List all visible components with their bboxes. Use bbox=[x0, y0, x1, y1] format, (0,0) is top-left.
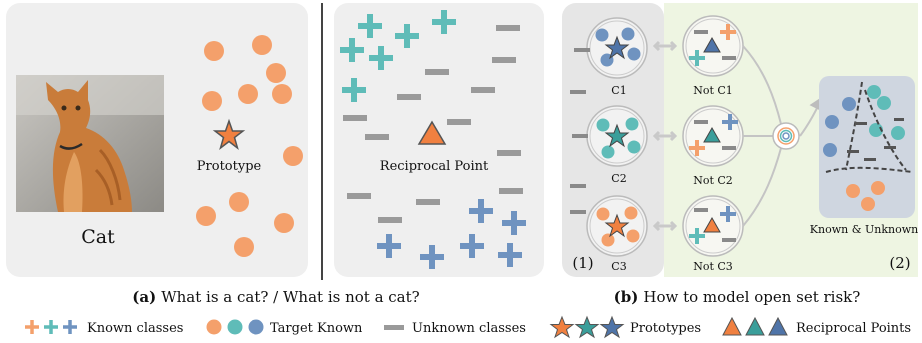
legend-unknown-label: Unknown classes bbox=[412, 321, 526, 336]
cluster-not-c1 bbox=[682, 15, 744, 77]
known-class-plus-teal bbox=[340, 10, 456, 102]
cat-label: Cat bbox=[81, 226, 115, 248]
step2-label: (2) bbox=[889, 254, 910, 272]
label-not-c2: Not C2 bbox=[693, 174, 733, 187]
legend-target-known-label: Target Known bbox=[270, 321, 363, 336]
label-not-c3: Not C3 bbox=[693, 260, 733, 273]
label-not-c1: Not C1 bbox=[693, 84, 733, 97]
legend: Known classes Target Known Unknown class… bbox=[25, 315, 911, 339]
legend-reciprocal-icon bbox=[722, 316, 788, 336]
unknown-class-dashes bbox=[343, 25, 523, 223]
cluster-not-c3 bbox=[682, 195, 744, 257]
reciprocal-point-triangle-icon bbox=[417, 120, 447, 145]
cluster-c3 bbox=[586, 195, 648, 257]
step1-label: (1) bbox=[572, 254, 593, 272]
legend-unknown-icon bbox=[384, 325, 404, 330]
legend-reciprocal-label: Reciprocal Points bbox=[796, 321, 911, 336]
cluster-not-c2 bbox=[682, 105, 744, 167]
legend-prototypes-label: Prototypes bbox=[630, 321, 701, 336]
known-unknown-label: Known & Unknown bbox=[810, 223, 918, 236]
caption-a: (a)What is a cat? / What is not a cat? bbox=[132, 288, 419, 306]
link-c1 bbox=[652, 40, 678, 52]
prototype-star-icon bbox=[212, 118, 246, 150]
legend-prototypes-icon bbox=[549, 315, 625, 339]
legend-known-classes-label: Known classes bbox=[87, 321, 183, 336]
prototype-label: Prototype bbox=[197, 159, 262, 174]
link-c3 bbox=[652, 220, 678, 232]
cat-image bbox=[16, 75, 164, 212]
legend-target-known-icon bbox=[206, 319, 264, 335]
reciprocal-point-label: Reciprocal Point bbox=[380, 159, 489, 174]
label-c1: C1 bbox=[611, 84, 626, 97]
cluster-c2 bbox=[586, 105, 648, 167]
target-known-cluster bbox=[196, 35, 303, 257]
caption-b: (b)How to model open set risk? bbox=[614, 288, 861, 306]
label-c3: C3 bbox=[611, 260, 626, 273]
known-unknown-box bbox=[819, 76, 915, 218]
cluster-c1 bbox=[586, 17, 648, 79]
fusion-node-icon bbox=[772, 122, 800, 150]
link-c2 bbox=[652, 130, 678, 142]
legend-known-classes-icon bbox=[25, 320, 77, 334]
known-class-plus-blue bbox=[377, 199, 526, 269]
label-c2: C2 bbox=[611, 172, 626, 185]
